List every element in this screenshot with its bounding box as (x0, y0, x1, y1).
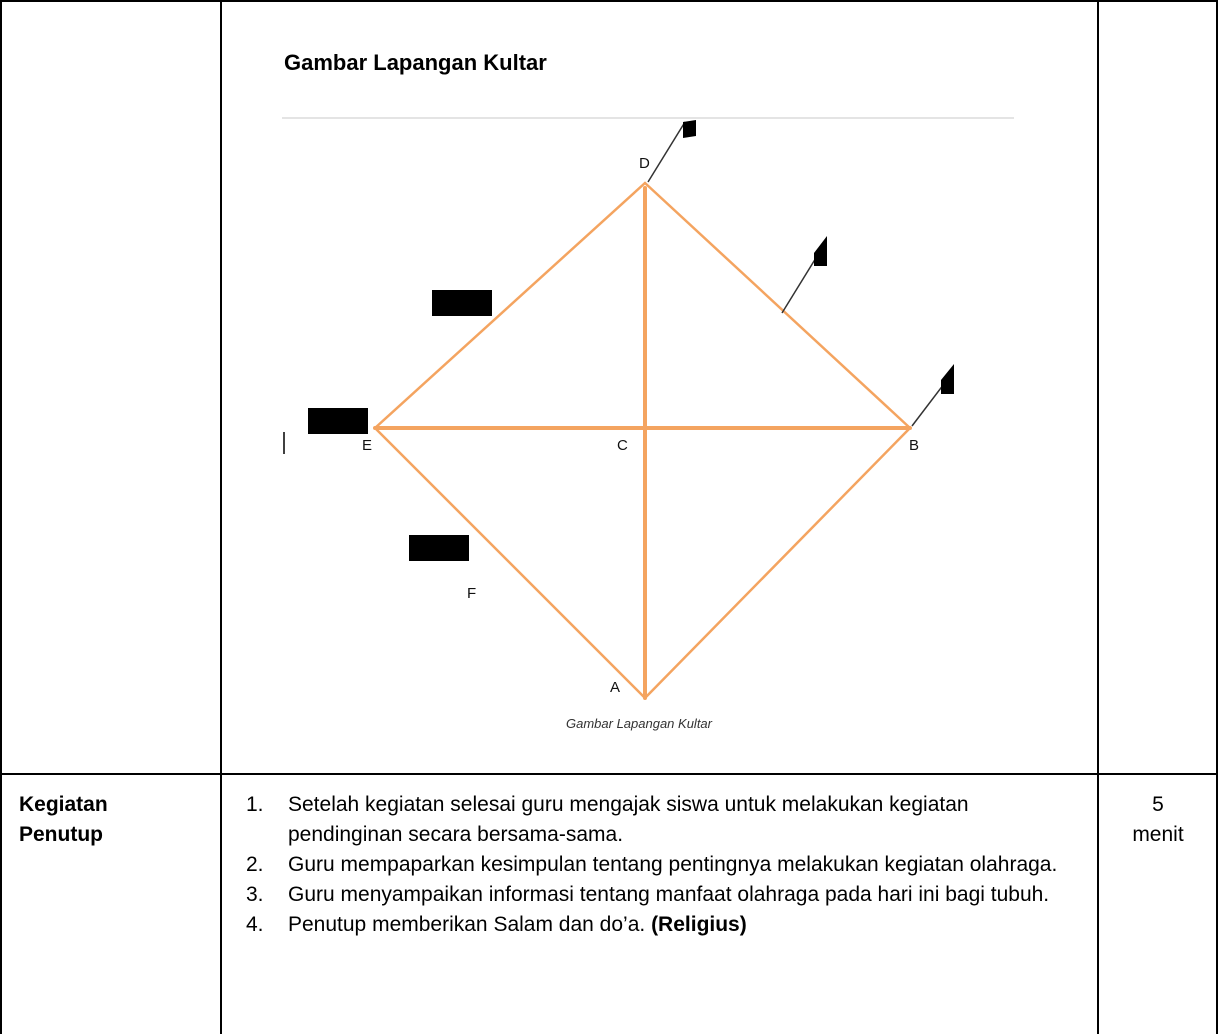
list-item: 4. Penutup memberikan Salam dan do’a. (R… (246, 910, 1086, 940)
item-text-plain: Penutup memberikan Salam dan do’a. (288, 913, 646, 936)
edge-b-a (643, 426, 912, 700)
flag-icon (911, 364, 954, 427)
item-emphasis: (Religius) (651, 913, 747, 936)
edge-d-b (643, 181, 912, 430)
edge-e-a (373, 426, 647, 700)
closing-activities-list: 1. Setelah kegiatan selesai guru mengaja… (246, 790, 1086, 940)
stage-label-line2: Penutup (19, 823, 103, 846)
list-item: 2. Guru mempaparkan kesimpulan tentang p… (246, 850, 1086, 880)
item-text: Guru menyampaikan informasi tentang manf… (288, 883, 1050, 906)
marker-rect (409, 535, 469, 561)
label-f: F (467, 585, 476, 602)
duration: 5 menit (1098, 790, 1218, 850)
item-number: 2. (246, 853, 264, 876)
item-text: Setelah kegiatan selesai guru mengajak s… (288, 793, 969, 846)
figure-title: Gambar Lapangan Kultar (284, 50, 547, 75)
label-c: C (617, 437, 628, 454)
duration-value: 5 (1152, 793, 1164, 816)
item-number: 1. (246, 793, 264, 816)
item-text: Guru mempaparkan kesimpulan tentang pent… (288, 853, 1058, 876)
label-e: E (362, 437, 372, 454)
list-item: 1. Setelah kegiatan selesai guru mengaja… (246, 790, 1086, 850)
label-a: A (610, 679, 620, 696)
duration-unit: menit (1132, 823, 1184, 846)
flag-icon (647, 120, 696, 183)
label-b: B (909, 437, 919, 454)
stage-label: Kegiatan Penutup (19, 790, 108, 850)
figure-caption: Gambar Lapangan Kultar (566, 716, 713, 731)
list-item: 3. Guru menyampaikan informasi tentang m… (246, 880, 1086, 910)
marker-rect (432, 290, 492, 316)
edge-d-e (373, 181, 647, 430)
stage-label-line1: Kegiatan (19, 793, 108, 816)
item-number: 3. (246, 883, 264, 906)
label-d: D (639, 155, 650, 172)
item-number: 4. (246, 913, 264, 936)
flag-icon (781, 236, 827, 314)
item-text: Penutup memberikan Salam dan do’a. (Reli… (288, 910, 1086, 940)
marker-rect (308, 408, 368, 434)
